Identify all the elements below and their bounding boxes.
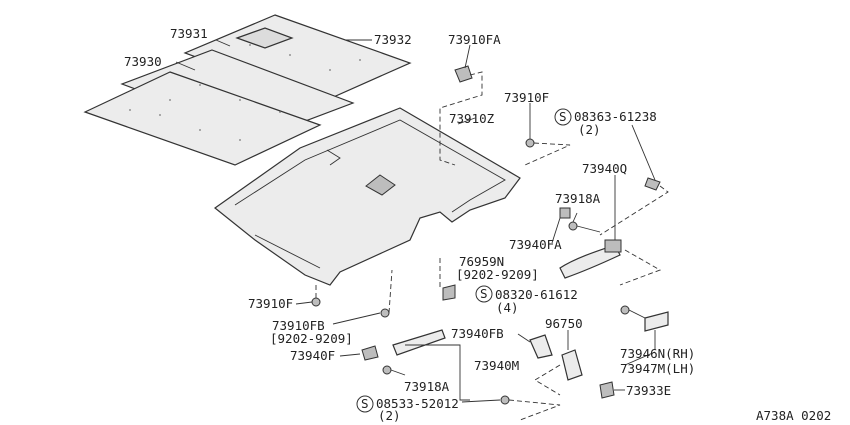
screw-mark-08320: S xyxy=(475,285,493,303)
label-73933E: 73933E xyxy=(626,383,671,398)
screw-08320 xyxy=(620,305,646,319)
label-73931: 73931 xyxy=(170,26,208,41)
label-73940M: 73940M xyxy=(474,358,519,373)
handle-73940M xyxy=(392,329,470,401)
screw-08533 xyxy=(461,395,561,421)
pad-73930 xyxy=(83,71,322,166)
label-73918A-top: 73918A xyxy=(555,191,601,206)
clip-73910FA xyxy=(439,65,483,166)
label-73932: 73932 xyxy=(374,32,412,47)
label-76959N-range: [9202-9209] xyxy=(456,267,539,282)
clip-73940FA xyxy=(559,207,571,219)
headlining-73910Z xyxy=(214,107,521,286)
leader-lines xyxy=(175,39,656,366)
clip-73910FB xyxy=(380,269,393,318)
clip-73940F xyxy=(361,345,379,361)
label-73910FB-range: [9202-9209] xyxy=(270,331,353,346)
screw-08363 xyxy=(599,124,669,236)
pad-73932 xyxy=(183,14,412,104)
bracket-73946N xyxy=(644,311,669,350)
strap-73940Q xyxy=(559,175,662,286)
label-73930: 73930 xyxy=(124,54,162,69)
label-08533: 08533-52012 xyxy=(376,396,459,411)
dome-light-opening xyxy=(365,174,396,196)
label-73910FA: 73910FA xyxy=(448,32,501,47)
bolt-73918A-lower xyxy=(382,365,406,376)
label-08533-qty: (2) xyxy=(378,408,401,423)
label-96750: 96750 xyxy=(545,316,583,331)
label-76959N: 76959N xyxy=(459,254,504,269)
label-08363: 08363-61238 xyxy=(574,109,657,124)
clip-73940FB xyxy=(529,334,553,359)
clip-76959N xyxy=(439,258,456,301)
screw-mark-08363: S xyxy=(554,108,572,126)
label-73918A-bottom: 73918A xyxy=(404,379,450,394)
label-73910FB: 73910FB xyxy=(272,318,325,333)
label-73940Q: 73940Q xyxy=(582,161,627,176)
label-73910F-top: 73910F xyxy=(504,90,549,105)
clip-73933E xyxy=(599,381,625,399)
label-73910F-bottom: 73910F xyxy=(248,296,293,311)
screw-mark-text: S xyxy=(361,396,369,411)
screw-mark-08533: S xyxy=(356,395,374,413)
label-73910Z: 73910Z xyxy=(449,111,495,126)
label-73940F: 73940F xyxy=(290,348,335,363)
clip-73910F-lower xyxy=(311,285,321,307)
label-73940FB: 73940FB xyxy=(451,326,504,341)
label-73947M: 73947M(LH) xyxy=(620,361,695,376)
screw-mark-text: S xyxy=(559,109,567,124)
label-73940FA: 73940FA xyxy=(509,237,562,252)
label-08320-qty: (4) xyxy=(496,300,519,315)
bracket-96750 xyxy=(534,330,583,396)
bolt-73918A-upper xyxy=(568,221,601,233)
pad-texture xyxy=(129,44,361,141)
label-73946N: 73946N(RH) xyxy=(620,346,695,361)
clip-73910F-upper xyxy=(524,138,571,166)
screw-mark-text: S xyxy=(480,286,488,301)
diagram-code: A738A 0202 xyxy=(756,408,831,423)
label-08320: 08320-61612 xyxy=(495,287,578,302)
label-08363-qty: (2) xyxy=(578,122,601,137)
